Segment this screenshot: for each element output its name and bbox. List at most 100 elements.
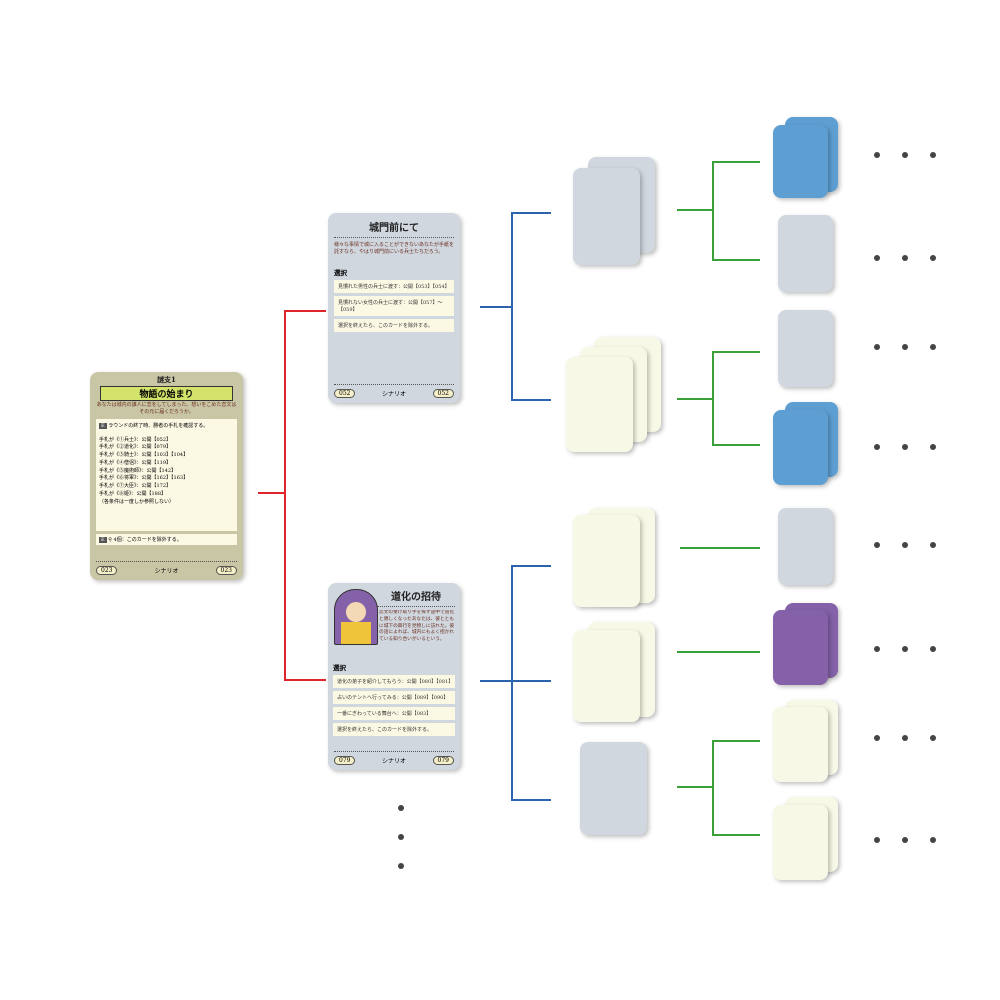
connector-green [680,547,760,549]
connector-green [712,351,714,446]
card-intro: 様々な事情で城に入ることができないあなたが手紙を託すなら、やはり城門前にいる兵士… [334,242,455,256]
ellipsis-dot [930,735,936,741]
card-title: 道化の招待 [377,588,455,607]
ellipsis-dot [874,837,880,843]
ellipsis-dot [930,837,936,843]
root-card-023[interactable]: 謎支1 物語の始まり あなたは城内の誰人に恋をしてしまった。想いをこめた恋文はそ… [90,372,243,580]
connector-green [712,834,760,836]
connector-red [284,310,326,312]
card-number: 079 [432,756,454,765]
condition-list: 手札が《①兵士》：公開【052】 手札が《②道化》：公開【079】 手札が《③騎… [99,437,234,507]
ellipsis-dot [902,152,908,158]
card-back[interactable] [573,168,640,265]
card-number: 052 [432,389,454,398]
condition: 手札が《②道化》：公開【079】 [99,444,172,451]
card-079[interactable]: 道化の招待 恋文の受け取り手を探す途中で道化と親しくなったあなたは、彼とともに城… [328,583,460,770]
ellipsis-dot [874,646,880,652]
card-number: 052 [334,389,356,398]
condition: 手札が《⑤魔術師》：公開【142】 [99,467,177,474]
connector-green [677,651,760,653]
ellipsis-dot [874,444,880,450]
connector-green [677,209,714,211]
ellipsis-dot [874,255,880,261]
ellipsis-dot [930,152,936,158]
connector-green [712,740,760,742]
ellipsis-dot [930,646,936,652]
ellipsis-dot [902,344,908,350]
card-title: 城門前にて [334,219,454,238]
condition: （各条件は一度しか参照しない） [99,498,175,505]
condition: 手札が《⑥将軍》：公開【162】【163】 [99,475,189,482]
ellipsis-dot [398,805,404,811]
card-footer: シナリオ [154,568,179,575]
card-number: 079 [334,756,356,765]
connector-red [258,492,285,494]
card-back[interactable] [573,630,640,722]
ellipsis-dot [398,834,404,840]
ellipsis-dot [874,735,880,741]
connector-green [712,444,760,446]
ellipsis-dot [930,255,936,261]
connector-green [677,786,714,788]
choice: 見慣れない女性の兵士に渡す：公開【057】～【059】 [334,295,454,316]
connector-green [712,161,714,261]
card-header: 謎支1 [157,375,176,384]
token-icon: ⚲ [108,536,112,543]
ellipsis-dot [902,646,908,652]
effect-icon: E [99,536,107,543]
choice: 道化の弟子を紹介してもらう：公開【080】【081】 [333,675,455,688]
card-number: 023 [96,566,118,575]
connector-green [677,398,714,400]
card-number: 023 [215,566,237,575]
card-back[interactable] [580,742,647,835]
choice: 見慣れた男性の兵士に渡す：公開【053】【054】 [334,279,454,293]
card-back-blue[interactable] [773,125,828,198]
ellipsis-dot [398,863,404,869]
ellipsis-dot [874,152,880,158]
choice-heading: 選択 [334,268,347,277]
connector-red [284,310,286,681]
effect-text: ラウンドの終了時、勝者の手札を確認する。 [108,422,209,429]
choice: 選択を終えたら、このカードを除外する。 [334,318,454,332]
connector-blue [511,212,513,401]
connector-blue [511,212,551,214]
choice: 一番にぎわっている舞台へ：公開【083】 [333,707,455,720]
effect-text: 4個：このカードを除外する。 [113,536,182,543]
connector-green [712,351,760,353]
ellipsis-dot [930,444,936,450]
card-intro: あなたは城内の誰人に恋をしてしまった。想いをこめた恋文はその元に届くだろうか。 [96,402,237,416]
ellipsis-dot [902,255,908,261]
connector-blue [480,306,513,308]
ellipsis-dot [930,542,936,548]
card-back[interactable] [778,508,833,585]
ellipsis-dot [902,542,908,548]
card-052[interactable]: 城門前にて 様々な事情で城に入ることができないあなたが手紙を託すなら、やはり城門… [328,213,460,403]
card-back[interactable] [778,310,833,387]
effect-box-2: E ⚲ 4個：このカードを除外する。 [96,533,237,545]
card-back[interactable] [773,805,828,880]
ellipsis-dot [874,344,880,350]
ellipsis-dot [902,444,908,450]
card-back[interactable] [566,357,633,452]
connector-green [712,259,760,261]
connector-green [712,161,760,163]
ellipsis-dot [930,344,936,350]
condition: 手札が《④僧侶》：公開【119】 [99,459,172,466]
ellipsis-dot [902,837,908,843]
condition: 手札が《⑦大臣》：公開【172】 [99,483,172,489]
connector-blue [511,680,551,682]
card-back-purple[interactable] [773,610,828,685]
card-back[interactable] [778,215,833,292]
card-back[interactable] [573,515,640,607]
ellipsis-dot [874,542,880,548]
condition: 手札が《①兵士》：公開【052】 [99,436,172,443]
choice: 占いのテントへ行ってみる：公開【089】【090】 [333,691,455,704]
card-back-blue[interactable] [773,410,828,485]
connector-blue [480,680,513,682]
jester-portrait [334,589,378,645]
card-back[interactable] [773,707,828,782]
connector-blue [511,565,551,567]
condition: 手札が《③騎士》：公開【103】【104】 [99,452,189,458]
connector-blue [511,799,551,801]
effect-icon: E [99,422,107,429]
